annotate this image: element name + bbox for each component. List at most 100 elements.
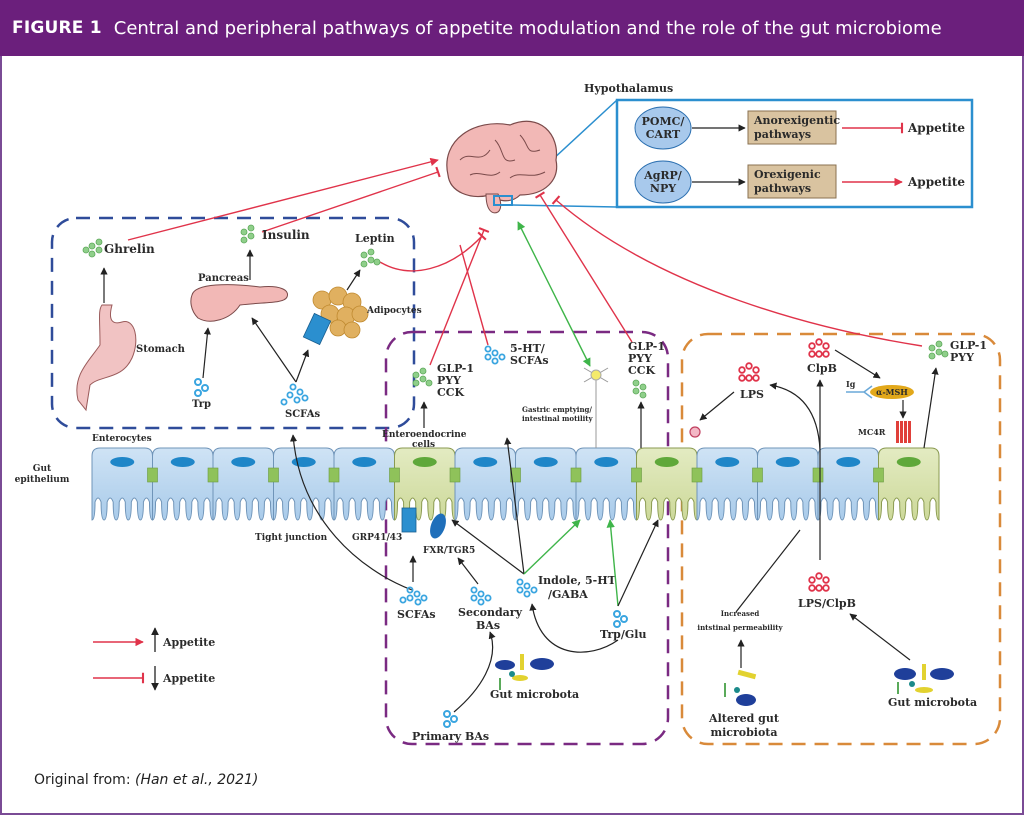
enterocytes-label: Enterocytes <box>92 434 152 444</box>
glp-left-label-2: PYY <box>437 374 461 387</box>
brain-neuron-green-arrow <box>517 221 591 367</box>
tight-junction <box>207 467 219 483</box>
gut-epithelium-label-2: epithelium <box>15 475 70 485</box>
insulin-granules <box>240 224 255 244</box>
ht-scfas-label-1: 5-HT/ <box>510 342 546 355</box>
enterocyte-cell <box>696 447 758 521</box>
enterocyte-cell <box>152 447 214 521</box>
enterocyte-cell <box>333 447 395 521</box>
altered-microbiota-icon <box>724 669 757 706</box>
cell-nucleus <box>836 457 861 467</box>
enterocyte-cell <box>515 447 577 521</box>
hypothalamus-row-pomc: POMC/ CART Anorexigentic pathways Appeti… <box>634 106 965 150</box>
trp-label: Trp <box>192 399 211 410</box>
gut-signaling-box <box>384 330 670 746</box>
enteroendocrine-cell <box>878 447 940 521</box>
anorexigenic-label-2: pathways <box>754 128 811 141</box>
glp-mid-label-3: CCK <box>628 364 656 377</box>
clpb-granules <box>808 338 830 358</box>
glp-mid-granules <box>632 379 647 399</box>
cell-nucleus <box>896 457 921 467</box>
amsh-badge <box>870 385 914 399</box>
legend-stimulate-label: Appetite <box>162 636 215 649</box>
lps-clpb-label: LPS/ClpB <box>798 597 856 610</box>
pomc-neuron-ellipse <box>634 106 692 150</box>
enteroendocrine-cell <box>636 447 698 521</box>
enterocyte-cell <box>817 447 879 521</box>
ghrelin-to-brain-arrow <box>127 157 439 241</box>
enterocyte-cell <box>575 447 637 521</box>
tight-junction <box>268 467 279 483</box>
trp-glu-to-eec-arrow <box>617 519 659 607</box>
gut-microbiota-right-label: Gut microbota <box>888 696 977 709</box>
pancreas-icon <box>190 284 289 322</box>
enteroendocrine-label-1: Enteroendocrine <box>382 430 467 440</box>
tight-junction <box>631 467 642 483</box>
tight-junction-label: Tight junction <box>255 533 328 543</box>
lps-label: LPS <box>740 388 764 401</box>
increased-label-1: Increased <box>721 609 760 618</box>
cell-nucleus <box>231 457 256 467</box>
cell-nucleus <box>352 457 377 467</box>
primary-to-secondary-arrow <box>453 631 496 713</box>
clpb-to-amsh-arrow <box>834 349 881 379</box>
leptin-granules <box>360 248 381 268</box>
pancreas-label: Pancreas <box>198 273 249 284</box>
gastric-label-1: Gastric emptying/ <box>522 405 592 414</box>
ht-scfas-label-2: SCFAs <box>510 354 549 367</box>
indole-to-cell-arrow <box>451 519 525 575</box>
trp-glu-label: Trp/Glu <box>600 628 646 641</box>
adipocyte-to-leptin-arrow <box>346 269 361 291</box>
indole-label-2: /GABA <box>548 588 588 601</box>
enterocyte-cell <box>454 447 516 521</box>
appetite-stimulate-label: Appetite <box>907 175 965 189</box>
credit-citation: (Han et al., 2021) <box>134 772 259 788</box>
amsh-label: α-MSH <box>876 387 908 397</box>
fxr-label: FXR/TGR5 <box>423 546 475 556</box>
tight-junction <box>873 467 884 483</box>
glp-left-to-brain-inhibit <box>429 227 490 366</box>
gut-microbiota-left-label: Gut microbota <box>490 688 579 701</box>
pomc-label-2: CART <box>646 128 681 141</box>
eec-to-glp-right-arrow <box>923 367 939 449</box>
secondary-bas-molecules <box>470 586 492 606</box>
enterocyte-cell <box>91 447 153 521</box>
permeability-line <box>735 529 801 613</box>
legend-inhibit-label: Appetite <box>162 672 215 685</box>
cell-nucleus <box>654 457 679 467</box>
mc4r-receptor-icon <box>896 421 911 443</box>
glp-right-to-brain-inhibit <box>551 195 923 347</box>
tight-junction <box>389 467 400 483</box>
adipocytes-label: Adipocytes <box>366 306 422 316</box>
credit-prefix: Original from: <box>34 772 135 788</box>
clpb-to-lps-arrow <box>769 382 821 451</box>
indole-to-neuron-green-arrow <box>523 519 581 575</box>
orexigenic-label-2: pathways <box>754 182 811 195</box>
secondary-bas-label-1: Secondary <box>458 606 523 619</box>
stomach-icon <box>76 304 137 412</box>
cell-nucleus <box>412 457 437 467</box>
cell-nucleus <box>715 457 740 467</box>
agrp-neuron-ellipse <box>634 160 692 204</box>
scfas-to-pancreas-arrow <box>251 317 297 383</box>
fxr-receptor-icon <box>430 513 446 539</box>
glp-left-label-1: GLP-1 <box>437 362 474 375</box>
trp-glu-molecules <box>613 610 628 628</box>
gut-microbiota-icon-right <box>894 664 954 694</box>
gastric-label-2: intestinal motility <box>522 414 594 423</box>
increased-label-2: intstinal permeability <box>697 623 783 632</box>
brain-icon <box>446 120 558 214</box>
cell-nucleus <box>775 457 800 467</box>
indole-to-ht-arrow <box>504 437 525 575</box>
tight-junction <box>812 467 824 483</box>
indole-molecules <box>516 578 538 598</box>
anorexigenic-label-1: Anorexigentic <box>753 114 840 127</box>
orexigenic-label-1: Orexigenic <box>754 168 821 181</box>
enterocyte-cell <box>212 447 274 521</box>
tight-junction <box>147 467 158 483</box>
tlr-receptor-icon <box>689 426 701 438</box>
figure-header: FIGURE 1 Central and peripheral pathways… <box>0 0 1024 56</box>
enterocyte-cell <box>757 447 819 521</box>
glp-mid-label-1: GLP-1 <box>628 340 665 353</box>
